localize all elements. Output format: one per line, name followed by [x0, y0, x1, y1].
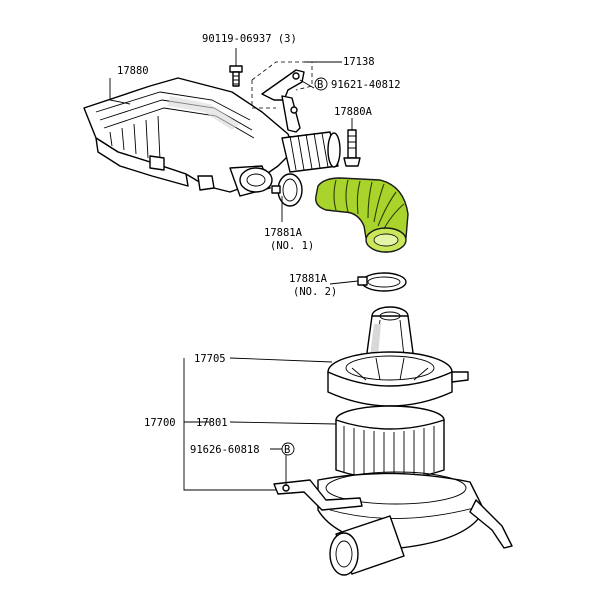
clamp-no1-part	[271, 173, 303, 207]
hose-clamp-pin-part	[343, 129, 361, 167]
label-bracket: 17138	[343, 56, 375, 68]
label-clamp-no2: 17881A	[289, 273, 328, 285]
label-hose-clamp-part: 17880A	[334, 106, 373, 118]
label-bolt: 90119-06937 (3)	[202, 33, 297, 45]
air-cleaner-cap-part	[83, 77, 295, 197]
label-element: 17801	[196, 417, 228, 429]
highlighted-hose-part	[315, 177, 409, 253]
clamp-no2-part	[357, 272, 407, 292]
label-bracket-ref-mark: B	[317, 79, 323, 91]
label-clamp-no1-sub: (NO. 1)	[270, 240, 314, 252]
label-bracket-ref: 91621-40812	[331, 79, 401, 91]
label-clamp-no1: 17881A	[264, 227, 303, 239]
label-bolt-lower-mark: B	[284, 444, 290, 456]
labels: 90119-06937 (3) 17138 B 91621-40812 1788…	[117, 33, 401, 456]
air-cleaner-assembly-part	[273, 306, 513, 576]
label-assembly: 17700	[144, 417, 176, 429]
label-air-cleaner-cap: 17880	[117, 65, 149, 77]
leader-lines	[109, 48, 359, 491]
intake-corrugated-duct	[281, 131, 341, 173]
ref-circle-b-lower	[281, 442, 295, 456]
label-clamp-no2-sub: (NO. 2)	[293, 286, 337, 298]
ref-circle-b-upper	[314, 77, 328, 91]
label-cap-sub-assy: 17705	[194, 353, 226, 365]
bolt-part	[229, 65, 243, 87]
label-bolt-lower-ref: 91626-60818	[190, 444, 260, 456]
